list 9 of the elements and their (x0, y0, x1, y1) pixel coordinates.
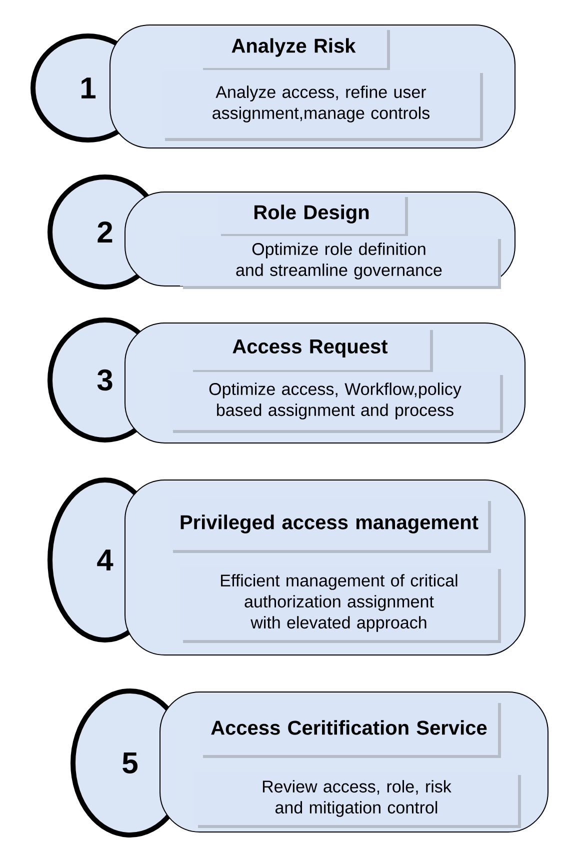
step-title: Access Ceritification Service (200, 700, 501, 758)
step-description: Optimize access, Workflow,policy based assignment and process (170, 372, 503, 433)
step-title: Privileged access management (170, 498, 491, 553)
step-title: Access Request (190, 327, 433, 373)
step-title: Analyze Risk (200, 27, 390, 71)
step-description: Review access, role, risk and mitigation control (195, 772, 521, 828)
step-title: Role Design (218, 194, 408, 237)
step-description: Efficient management of critical authorization assignment with elevated approach (180, 566, 501, 643)
node-label: 5 (122, 752, 138, 774)
